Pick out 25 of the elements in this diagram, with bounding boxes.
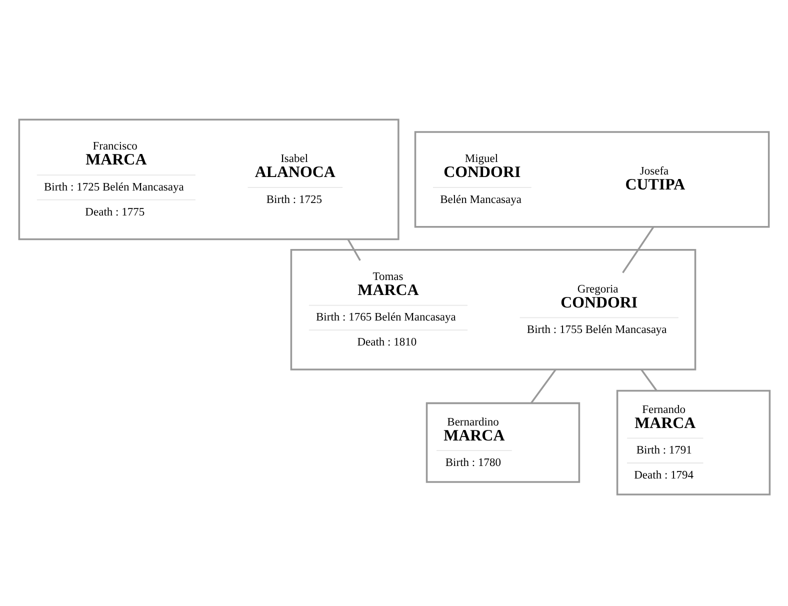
connector bbox=[347, 238, 361, 260]
node-label: MARCA bbox=[86, 151, 147, 168]
node-label: Belén Mancasaya bbox=[440, 193, 522, 206]
connector bbox=[622, 226, 654, 273]
cluster bbox=[414, 130, 770, 228]
node-label: Francisco bbox=[92, 140, 138, 152]
node-label: Birth : 1755 Belén Mancasaya bbox=[526, 324, 667, 336]
connector bbox=[640, 368, 658, 391]
node-box: Fernando MARCA Birth : 1791 Death : 1794 bbox=[616, 389, 771, 495]
node-text: Josefa CUTIPA bbox=[625, 164, 686, 194]
cluster bbox=[18, 118, 400, 240]
node-label: Tomas bbox=[372, 270, 404, 282]
node-label: Gregoria bbox=[577, 282, 618, 295]
node-label: CONDORI bbox=[444, 164, 521, 181]
node-label: Death : 1810 bbox=[357, 336, 417, 348]
node-label: Miguel bbox=[464, 152, 498, 165]
cluster bbox=[290, 248, 696, 370]
node-label: Birth : 1725 bbox=[266, 193, 322, 206]
node-label: MARCA bbox=[358, 281, 419, 298]
node-label: ALANOCA bbox=[254, 164, 336, 181]
node-label: CONDORI bbox=[560, 294, 638, 311]
node-label: Death : 1775 bbox=[85, 206, 145, 218]
node-label: Isabel bbox=[280, 152, 308, 165]
node-box: Bernardino MARCA Birth : 1780 bbox=[426, 402, 580, 482]
connector bbox=[530, 368, 556, 404]
